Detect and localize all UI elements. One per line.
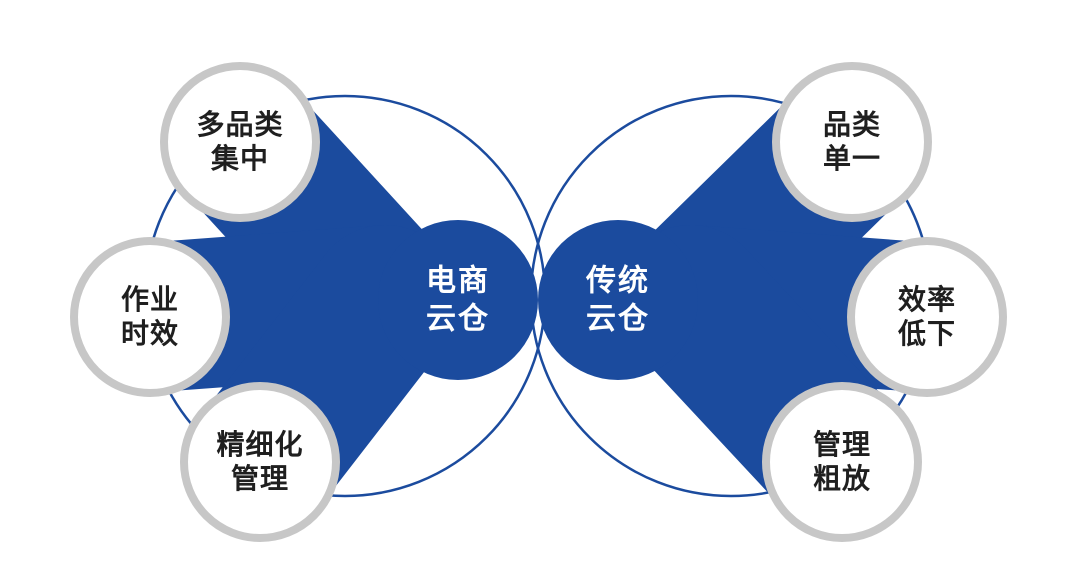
- right-center-line2: 云仓: [586, 302, 650, 335]
- right-center-circle: [538, 220, 698, 380]
- satellite-label: 作业 时效: [121, 283, 179, 350]
- satellite-refined-management: 精细化 管理: [180, 382, 340, 542]
- satellite-label-line1: 品类: [822, 109, 881, 141]
- satellite-label-line1: 作业: [120, 284, 179, 316]
- satellite-extensive-management: 管理 粗放: [762, 382, 922, 542]
- satellite-single-category: 品类 单一: [772, 62, 932, 222]
- satellite-label-line1: 管理: [812, 429, 871, 461]
- left-center-label: 电商 云仓: [426, 263, 490, 338]
- satellite-label-line2: 单一: [822, 143, 881, 174]
- satellite-label-line1: 效率: [897, 284, 956, 316]
- satellite-label-line2: 粗放: [812, 463, 871, 494]
- satellite-label-line1: 精细化: [216, 429, 304, 461]
- satellite-label-line2: 管理: [230, 463, 289, 494]
- satellite-label: 精细化 管理: [216, 428, 303, 495]
- satellite-label: 多品类 集中: [196, 108, 283, 175]
- left-center-line2: 云仓: [426, 302, 490, 335]
- left-center-circle: [378, 220, 538, 380]
- satellite-label: 管理 粗放: [813, 428, 871, 495]
- satellite-label-line1: 多品类: [196, 109, 284, 141]
- right-center-label: 传统 云仓: [586, 263, 650, 338]
- satellite-operation-timeliness: 作业 时效: [70, 237, 230, 397]
- satellite-label-line2: 时效: [120, 318, 179, 349]
- satellite-label: 品类 单一: [823, 108, 881, 175]
- left-center-line1: 电商: [426, 264, 490, 298]
- satellite-label-line2: 低下: [897, 318, 956, 349]
- satellite-label-line2: 集中: [210, 143, 269, 174]
- satellite-low-efficiency: 效率 低下: [847, 237, 1007, 397]
- right-center-line1: 传统: [586, 264, 650, 298]
- satellite-multi-category-concentration: 多品类 集中: [160, 62, 320, 222]
- satellite-label: 效率 低下: [898, 283, 956, 350]
